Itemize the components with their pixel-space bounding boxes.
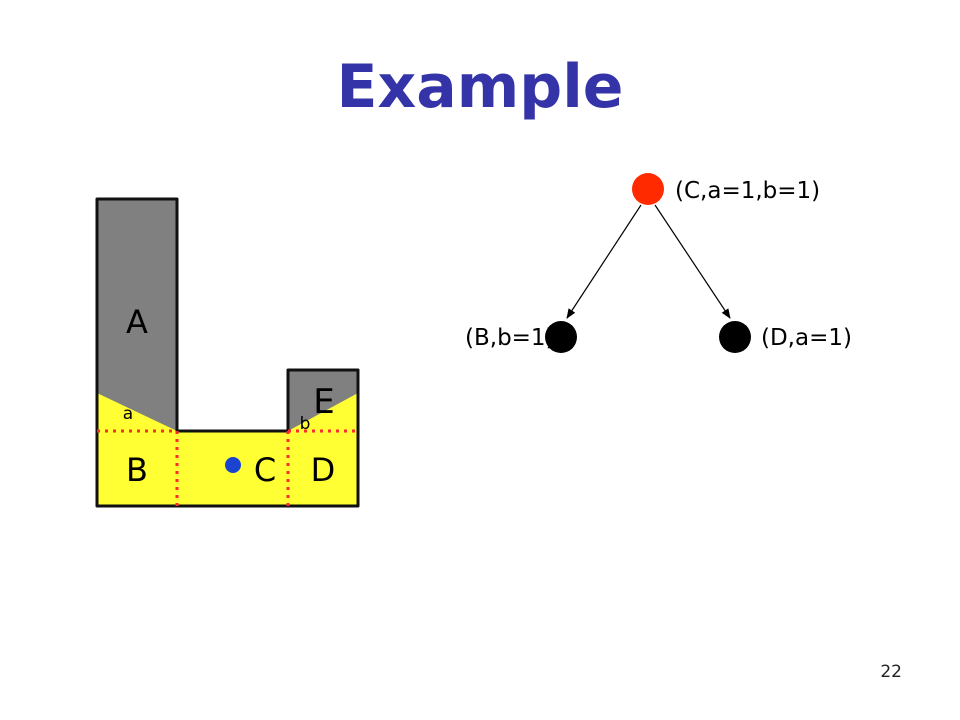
visible-wedge-left xyxy=(97,393,177,431)
left-child-label: (B,b=1) xyxy=(465,325,555,351)
point-label-a: a xyxy=(123,404,133,424)
right-child-label: (D,a=1) xyxy=(761,325,852,351)
region-label-a: A xyxy=(126,303,148,341)
edge-root-right xyxy=(654,204,731,319)
visible-wedge-right xyxy=(288,393,358,431)
point-label-b: b xyxy=(300,414,311,434)
region-label-e: E xyxy=(313,382,334,422)
region-label-c: C xyxy=(254,451,276,489)
region-label-d: D xyxy=(311,451,336,489)
map-outline xyxy=(95,197,360,508)
root-node xyxy=(632,173,664,205)
left-child-node xyxy=(545,321,577,353)
environment-map: A E B C D a b xyxy=(95,197,360,508)
region-label-b: B xyxy=(126,451,148,489)
region-a-shape xyxy=(97,199,177,431)
page-number: 22 xyxy=(880,662,902,682)
right-child-node xyxy=(719,321,751,353)
edge-root-left xyxy=(566,204,642,319)
root-node-label: (C,a=1,b=1) xyxy=(675,178,820,204)
robot-position-dot xyxy=(225,457,241,473)
slide-title: Example xyxy=(336,52,624,122)
search-tree: (C,a=1,b=1) (B,b=1) (D,a=1) xyxy=(465,173,852,353)
